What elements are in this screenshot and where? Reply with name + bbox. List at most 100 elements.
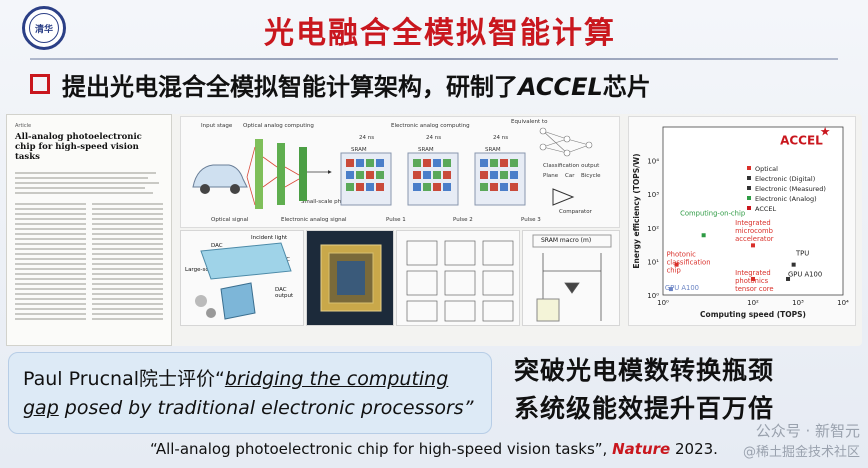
label-equivalent: Equivalent to xyxy=(511,119,548,125)
watermark-line-2: @稀土掘金技术社区 xyxy=(742,445,860,460)
highlight-line-1: 突破光电模数转换瓶颈 xyxy=(514,356,775,385)
paper-thumbnail: Article All-analog photoelectronic chip … xyxy=(6,114,172,346)
highlight-text: 突破光电模数转换瓶颈 系统级能效提升百万倍 xyxy=(514,352,864,428)
label-incident-light: Incident light xyxy=(251,235,288,241)
point-annotation: classification xyxy=(667,258,711,266)
university-logo: 清华 xyxy=(22,6,66,50)
x-tick-label: 10³ xyxy=(792,299,804,307)
citation-journal: Nature xyxy=(612,440,671,458)
quote-underlined: bridging the computing gap xyxy=(23,368,449,419)
subheading: 提出光电混合全模拟智能计算架构，研制了ACCEL芯片 xyxy=(30,64,651,104)
point-annotation: microcomb xyxy=(735,227,773,235)
legend-marker xyxy=(747,166,751,170)
y-tick-label: 10³ xyxy=(647,191,659,199)
car-icon xyxy=(192,164,248,194)
citation: “All-analog photoelectronic chip for hig… xyxy=(150,440,718,458)
watermark-line-1: 公众号 · 新智元 xyxy=(755,422,860,440)
subheading-em: ACCEL xyxy=(518,72,603,101)
comparator-icon xyxy=(552,188,575,206)
paper-kicker: Article xyxy=(15,123,32,129)
point-annotation: Computing-on-chip xyxy=(680,210,745,218)
label-car: Car xyxy=(565,173,575,179)
quote-box: Paul Prucnal院士评价“bridging the computing … xyxy=(8,352,492,434)
bullet-square-icon xyxy=(30,74,50,94)
legend-entry: Optical xyxy=(755,165,778,173)
legend-marker xyxy=(747,206,751,210)
subheading-text: 提出光电混合全模拟智能计算架构，研制了ACCEL芯片 xyxy=(62,67,651,102)
architecture-diagram: Input stage Optical analog computing Ele… xyxy=(180,116,620,228)
citation-year: 2023. xyxy=(674,440,718,458)
sram-macro-panel: SRAM macro (m) xyxy=(522,230,620,326)
label-classification: Classification output xyxy=(543,163,600,169)
point-annotation: GPU A100 xyxy=(788,270,822,278)
point-annotation: Integrated xyxy=(735,219,771,227)
x-axis-label: Computing speed (TOPS) xyxy=(700,310,806,319)
label-dac-output: DAC output xyxy=(275,287,294,299)
label-24ns-2: 24 ns xyxy=(426,135,442,141)
data-point xyxy=(791,262,796,267)
label-optical-signal: Optical signal xyxy=(211,217,249,223)
y-axis-label: Energy efficiency (TOPS/W) xyxy=(632,153,641,268)
legend-entry: Electronic (Digital) xyxy=(755,175,815,183)
label-24ns-3: 24 ns xyxy=(493,135,509,141)
y-tick-label: 10⁴ xyxy=(647,158,659,166)
legend-entry: Electronic (Measured) xyxy=(755,185,826,193)
logo-text: 清华 xyxy=(34,24,53,35)
point-annotation: chip xyxy=(667,266,681,274)
label-sram-1: SRAM xyxy=(351,147,367,153)
circuit-panel xyxy=(396,230,520,326)
point-annotation: accelerator xyxy=(735,235,774,243)
citation-title: “All-analog photoelectronic chip for hig… xyxy=(150,440,608,458)
paper-columns xyxy=(15,200,163,323)
plot-area xyxy=(662,126,844,296)
point-annotation: Photonic xyxy=(667,250,697,258)
data-point xyxy=(751,276,755,281)
watermark: 公众号 · 新智元 @稀土掘金技术社区 xyxy=(743,420,860,464)
legend-marker xyxy=(747,176,751,180)
legend-marker xyxy=(747,186,751,190)
data-point xyxy=(701,233,706,238)
logo-inner: 清华 xyxy=(29,13,59,43)
label-pulse2: Pulse 2 xyxy=(453,217,473,223)
label-input-stage: Input stage xyxy=(201,123,233,129)
label-sram-macro: SRAM macro (m) xyxy=(541,237,592,244)
circuit-grid-svg xyxy=(406,240,514,322)
quote-prefix: Paul Prucnal院士评价“ xyxy=(23,368,225,390)
point-annotation: TPU xyxy=(795,249,809,257)
sram-circuit-svg xyxy=(532,234,612,322)
paper-abstract xyxy=(15,172,163,194)
architecture-svg xyxy=(192,127,593,209)
x-tick-label: 10⁴ xyxy=(837,299,849,307)
point-annotation: GPU A100 xyxy=(665,284,699,292)
optical-setup-panel: Incident light Large-scale input DAC EAC… xyxy=(180,230,304,326)
quote-rest: posed by traditional electronic processo… xyxy=(58,397,474,419)
label-optical-analog: Optical analog computing xyxy=(243,123,314,129)
label-electronic-analog: Electronic analog computing xyxy=(391,123,470,129)
subheading-tail: 芯片 xyxy=(602,72,651,101)
label-sram-2: SRAM xyxy=(418,147,434,153)
label-bicycle: Bicycle xyxy=(581,173,601,179)
data-point xyxy=(751,243,755,248)
x-tick-label: 10⁰ xyxy=(657,299,669,307)
chart-title: ACCEL xyxy=(780,134,823,148)
label-comparator: Comparator xyxy=(559,209,592,215)
chip-photo xyxy=(306,230,394,326)
label-24ns-1: 24 ns xyxy=(359,135,375,141)
y-tick-label: 10⁰ xyxy=(647,292,659,300)
slide-title: 光电融合全模拟智能计算 xyxy=(264,16,616,51)
data-point xyxy=(786,276,791,281)
y-tick-label: 10² xyxy=(647,225,659,233)
label-plane: Plane xyxy=(543,173,559,179)
x-tick-label: 10² xyxy=(747,299,759,307)
optical-setup-svg xyxy=(195,242,292,320)
neural-net-icon xyxy=(539,127,593,157)
point-annotation: tensor core xyxy=(735,285,774,293)
legend-entry: ACCEL xyxy=(755,205,777,213)
highlight-line-2: 系统级能效提升百万倍 xyxy=(514,394,775,423)
point-annotation: photonics xyxy=(735,277,769,285)
label-dac: DAC xyxy=(211,243,223,249)
point-annotation: Integrated xyxy=(735,269,771,277)
y-tick-label: 10¹ xyxy=(647,258,659,266)
title-divider xyxy=(30,58,838,60)
